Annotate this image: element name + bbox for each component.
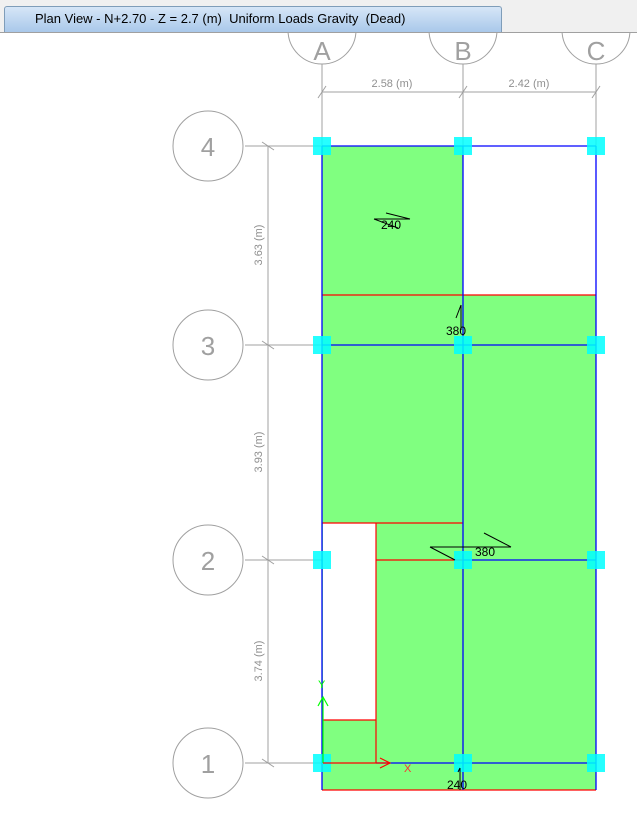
y-axis-label: Y bbox=[318, 679, 326, 691]
tab-plan-view[interactable]: Plan View - N+2.70 - Z = 2.7 (m) Uniform… bbox=[4, 6, 502, 32]
grid-label-2: 2 bbox=[201, 546, 215, 576]
grid-lines bbox=[245, 64, 601, 768]
slab-a-b-top bbox=[322, 146, 463, 295]
axis-indicator: Y X bbox=[317, 679, 412, 775]
opening bbox=[323, 523, 376, 720]
x-axis-label: X bbox=[404, 763, 412, 775]
load-label: 380 bbox=[475, 545, 495, 559]
grid-label-3: 3 bbox=[201, 331, 215, 361]
dim-y-2: 3.93 (m) bbox=[253, 432, 265, 473]
dim-x-2: 2.42 (m) bbox=[509, 78, 550, 90]
dim-y-1: 3.63 (m) bbox=[253, 225, 265, 266]
load-label: 240 bbox=[381, 218, 401, 232]
tab-bar: Plan View - N+2.70 - Z = 2.7 (m) Uniform… bbox=[0, 0, 637, 33]
slab-edges bbox=[322, 294, 596, 791]
grid-label-c: C bbox=[587, 36, 606, 66]
slabs bbox=[322, 146, 596, 790]
grid-label-4: 4 bbox=[201, 132, 215, 162]
columns[interactable] bbox=[313, 137, 605, 772]
load-label: 240 bbox=[447, 778, 467, 792]
grid-label-a: A bbox=[313, 36, 331, 66]
load-label: 380 bbox=[446, 324, 466, 338]
dim-y-3: 3.74 (m) bbox=[253, 641, 265, 682]
load-arrows bbox=[373, 212, 512, 790]
grid-label-1: 1 bbox=[201, 749, 215, 779]
dim-x-1: 2.58 (m) bbox=[372, 78, 413, 90]
grid-label-b: B bbox=[454, 36, 471, 66]
